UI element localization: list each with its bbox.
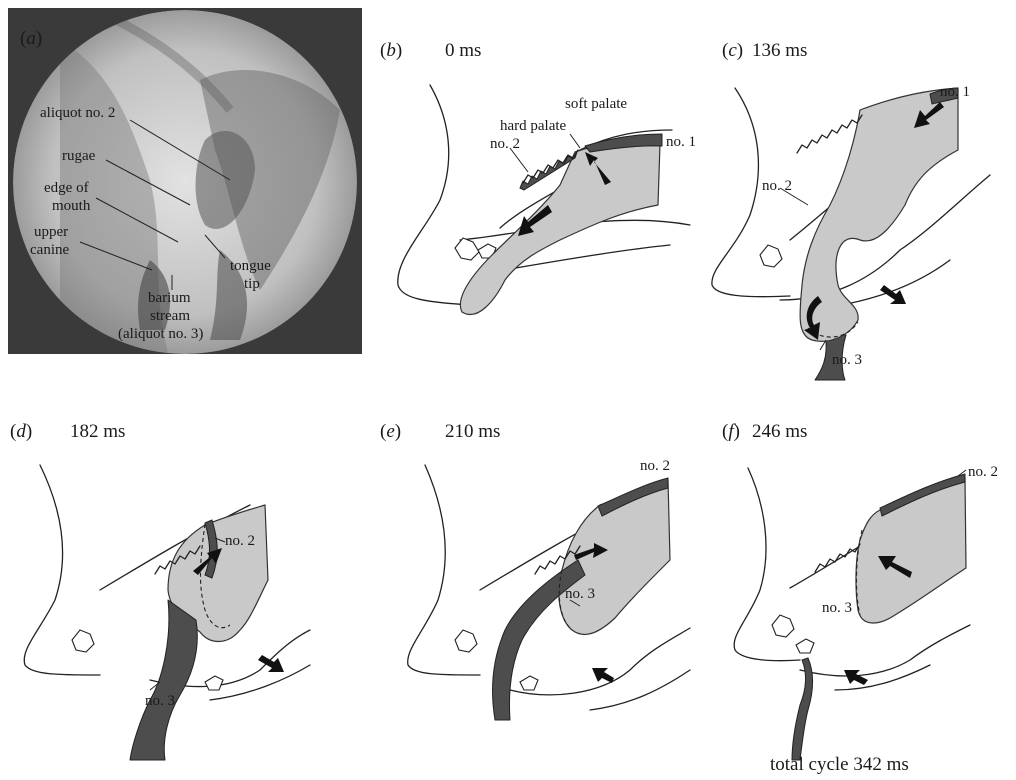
total-cycle-label: total cycle 342 ms [770,754,909,775]
tongue-shape-c [800,88,958,341]
lower-jaw-e [510,628,690,695]
panel-e: (e) 210 ms no. 2 no. 3 [380,421,690,720]
label-hard-palate: hard palate [500,118,567,134]
panel-d-time: 182 ms [70,421,125,442]
panel-c-letter: (c) [722,40,743,61]
panel-e-time: 210 ms [445,421,500,442]
incisor-tooth-f [796,639,814,653]
bolus-no3-d [130,600,197,760]
label-no1-b: no. 1 [666,134,696,150]
leader-hard-palate [570,134,580,148]
label-no2-d: no. 2 [225,533,255,549]
label-barium-3: (aliquot no. 3) [118,326,203,342]
label-no3-d: no. 3 [145,693,175,709]
bolus-no3-e [492,560,585,720]
panel-e-letter: (e) [380,421,401,442]
arrow-jaw-f [844,670,868,685]
panel-d: (d) 182 ms no. 2 no. 3 [10,421,310,760]
label-canine-2: canine [30,242,69,258]
incisor-tooth-d [205,676,223,690]
label-soft-palate: soft palate [565,96,627,112]
canine-tooth-e [455,630,477,652]
label-no2-b: no. 2 [490,136,520,152]
panel-f-time: 246 ms [752,421,807,442]
panel-c: (c) 136 ms no. 1 no. 2 no. 3 [712,40,990,380]
panel-b: (b) 0 ms hard palate soft palate no. 1 n… [380,40,696,314]
snout-outline [398,85,470,305]
canine-tooth-c [760,245,782,267]
incisor-tooth-e [520,676,538,690]
label-canine-1: upper [34,224,68,240]
label-no1-c: no. 1 [940,84,970,100]
panel-a-letter: (a) [20,28,42,49]
label-no3-c: no. 3 [832,352,862,368]
label-no3-f: no. 3 [822,600,852,616]
panel-a: (a) aliquot no. 2 rugae edge of mouth up… [8,8,362,360]
canine-tooth-f [772,615,794,637]
panel-b-time: 0 ms [445,40,481,61]
label-edge-1: edge of [44,180,89,196]
panel-f-letter: (f) [722,421,740,442]
label-no3-e: no. 3 [565,586,595,602]
panel-c-time: 136 ms [752,40,807,61]
label-barium-2: stream [150,308,190,324]
label-edge-2: mouth [52,198,91,214]
label-tongue-1: tongue [230,258,271,274]
label-tongue-2: tip [244,276,260,292]
label-no2-c: no. 2 [762,178,792,194]
label-barium-1: barium [148,290,191,306]
label-no2-f: no. 2 [968,464,998,480]
panel-d-letter: (d) [10,421,32,442]
panel-f: (f) 246 ms no. 2 no. 3 [722,421,998,760]
label-no2-e: no. 2 [640,458,670,474]
canine-tooth-d [72,630,94,652]
rugae-f [815,544,860,572]
arrow-jaw-e [592,668,614,683]
label-aliquot2: aliquot no. 2 [40,105,115,121]
bolus-no3-f [792,658,813,760]
lower-jaw-f [800,625,970,676]
panel-b-letter: (b) [380,40,402,61]
canine-tooth [455,238,479,260]
label-rugae: rugae [62,148,96,164]
arrow-jaw-d [258,655,284,672]
